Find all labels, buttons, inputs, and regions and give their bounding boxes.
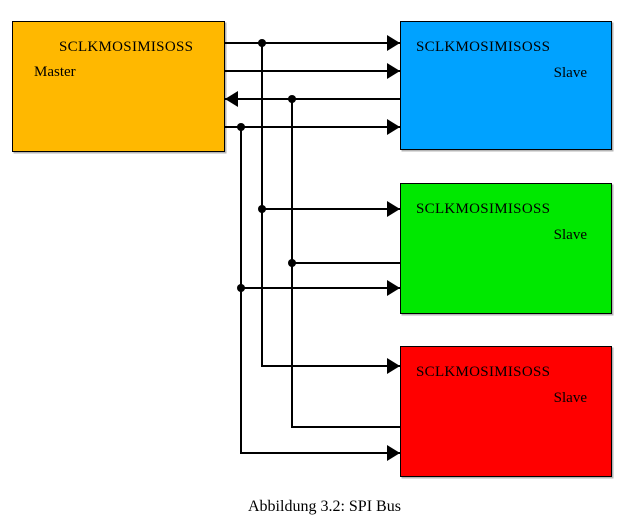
- slave1-label: Slave: [553, 65, 587, 81]
- arrowhead-ss-slave3-icon: [387, 445, 400, 461]
- wire-ss-to-slave2: [240, 287, 400, 289]
- arrowhead-sclk-slave2-icon: [387, 201, 400, 217]
- wire-miso-from-slave3: [291, 426, 400, 428]
- wire-sclk-to-slave2: [261, 208, 400, 210]
- wire-sclk-vertical-bus: [261, 42, 263, 367]
- master-box: SCLKMOSIMISOSS Master: [12, 21, 225, 152]
- junction-miso-top: [288, 95, 296, 103]
- master-label: Master: [34, 64, 76, 80]
- junction-sclk-slave2: [258, 205, 266, 213]
- wire-ss-master-to-slave1: [225, 126, 400, 128]
- figure-caption: Abbildung 3.2: SPI Bus: [248, 498, 401, 515]
- slave3-ports-label: SCLKMOSIMISOSS: [416, 364, 551, 380]
- master-ports-label: SCLKMOSIMISOSS: [59, 39, 194, 55]
- wire-sclk-master-to-slave1: [225, 42, 400, 44]
- arrowhead-sclk-slave3-icon: [387, 358, 400, 374]
- slave2-box: SCLKMOSIMISOSS Slave: [400, 183, 612, 314]
- slave3-box: SCLKMOSIMISOSS Slave: [400, 346, 612, 477]
- junction-miso-slave2: [288, 259, 296, 267]
- slave2-ports-label: SCLKMOSIMISOSS: [416, 201, 551, 217]
- arrowhead-miso-master-icon: [225, 91, 238, 107]
- slave2-label: Slave: [553, 227, 587, 243]
- wire-miso-from-slave2: [291, 262, 400, 264]
- wire-mosi-master-to-slave1: [225, 70, 400, 72]
- junction-ss-top: [237, 123, 245, 131]
- wire-ss-to-slave3: [240, 452, 400, 454]
- arrowhead-sclk-slave1-icon: [387, 35, 400, 51]
- slave3-label: Slave: [553, 390, 587, 406]
- slave1-ports-label: SCLKMOSIMISOSS: [416, 39, 551, 55]
- wire-sclk-to-slave3: [261, 365, 400, 367]
- arrowhead-ss-slave2-icon: [387, 280, 400, 296]
- arrowhead-mosi-slave1-icon: [387, 63, 400, 79]
- slave1-box: SCLKMOSIMISOSS Slave: [400, 21, 612, 150]
- junction-ss-slave2: [237, 284, 245, 292]
- wire-miso-slave1-to-master: [225, 98, 400, 100]
- junction-sclk-top: [258, 39, 266, 47]
- arrowhead-ss-slave1-icon: [387, 119, 400, 135]
